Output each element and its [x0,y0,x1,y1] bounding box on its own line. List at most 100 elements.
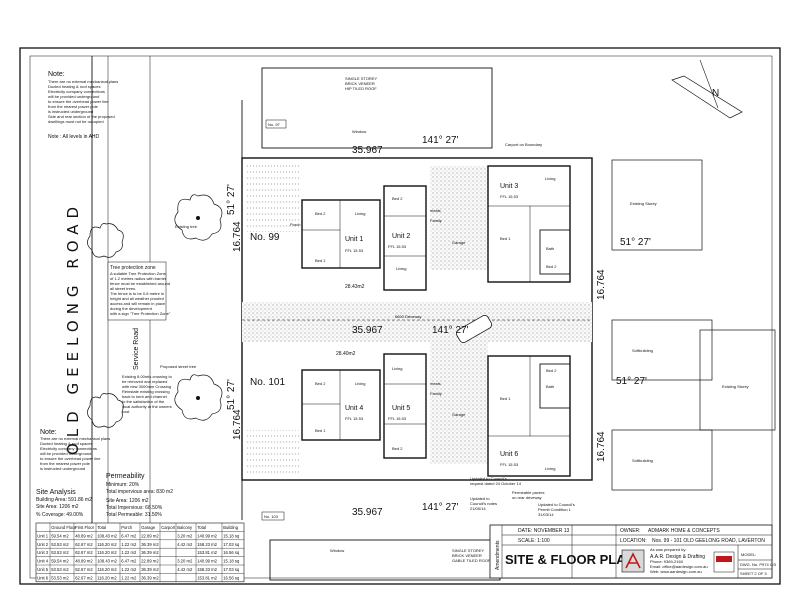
area-table-cell: 59.54 m2 [51,559,69,564]
unit-ffl: FFL 15.53 [388,416,407,421]
company-web: Web: www.aardesign.com.au [650,569,702,574]
update-note: Updated to [470,496,490,501]
notes-top: Note: There are no external mechanical p… [48,71,118,140]
proposed-street-tree-label: Proposed street tree [160,364,197,369]
crossing-line: Existing 8.00mts crossing to [122,374,173,379]
area-table-cell: 158.23 m2 [197,542,217,547]
neighbour-bottom-label: SINGLE STOREY [452,548,484,553]
tpz-title: Tree protection zone [110,265,156,271]
unit-ffl: FFL 15.53 [345,248,364,253]
area-table-cell: 53.53 m2 [51,542,69,547]
room-label: Bed 1 [500,236,511,241]
area-table-cell: 22.89 m2 [141,559,159,564]
update-note: Updated to Council's [538,502,575,507]
north-arrow: N [671,59,743,119]
room-label: Bed 2 [546,264,557,269]
area-table-cell: 59.54 m2 [51,533,69,538]
permeable-note: on rear driveway [512,495,542,500]
unit-name: Unit 2 [392,233,410,240]
tpz-line: of 1.2 metres radius with barrier [110,276,167,281]
room-label: Bath [546,246,554,251]
tpz-line: The fence is to be 0.8 metre in [110,291,164,296]
area-table-cell: 53.53 m2 [51,575,69,580]
room-label: Bed 2 [315,211,326,216]
north-arrow-icon [671,75,743,119]
unit-ffl: FFL 15.53 [388,244,407,249]
room-label: Bed 1 [315,258,326,263]
note-line: will be provided underground [48,94,99,99]
dim-left-bottom: 16.764 [232,409,243,440]
unit-area: 28.40m2 [336,351,356,357]
room-label: Garage [452,412,466,417]
note-line: from the nearest power pole [40,461,91,466]
room-label: Bed 2 [392,446,403,451]
room-label: meals [430,381,441,386]
unit-4: Unit 4 FFL 15.53 28.40m2 Bed 2 Living Be… [301,351,381,441]
area-table-cell: 1.22 m2 [121,550,137,555]
area-table-cell: 36.39 m2 [141,575,159,580]
neighbour-top-house [261,67,493,149]
softbuilding-label: Softbuilding [632,348,653,353]
dim-left-top: 16.764 [232,221,243,252]
window-label: Window [352,129,366,134]
dim-right-top: 16.764 [596,269,607,300]
note-line: Electricity company connections [48,89,105,94]
neighbour-right-3 [699,329,776,431]
room-label: Bed 1 [315,428,326,433]
crossing-line: with new 3000mm Crossing [122,384,171,389]
crossing-line: to the satisfaction of the [122,399,165,404]
carport-label: Carport on Boundary [505,142,542,147]
drawing-title: SITE & FLOOR PLAN [505,552,635,567]
company-email: Email: office@aardesign.com.au [650,564,708,569]
area-table-cell: 6.47 m2 [121,559,137,564]
room-label: Living [355,381,365,386]
area-table-cell: 140.99 m2 [197,559,217,564]
note-line: is instructed underground [48,109,93,114]
driveway-unit3 [430,166,488,270]
area-table-cell: 116.20 m2 [97,542,117,547]
crossing-line: local authority at the owners [122,404,172,409]
note-line: to ensure the overhead power line [48,99,109,104]
update-note: 21/05/14 [470,506,486,511]
tree-trunk-icon [196,216,200,220]
neighbour-bottom-label: GABLE TILED ROOF [452,558,491,563]
room-label: Bath [546,384,554,389]
crossing-line: Reinstate existing crossing [122,389,170,394]
permeability-line: Site Area: 1206 m2 [106,498,149,504]
tpz-line: all street trees. [110,286,136,291]
dim-mid-angle: 141° 27' [432,325,469,336]
garden-bottom [246,430,300,476]
area-table-cell: 3.20 m2 [177,533,193,538]
note-line: dwellings must not be occupied [48,119,104,124]
permeability-line: Total impervious area: 830 m2 [106,489,173,495]
neighbour-top-label: SINGLE STOREY [345,76,377,81]
permeability-line: Total Impervious: 68.50% [106,505,163,511]
north-label: N [712,88,719,99]
unit-name: Unit 1 [345,236,363,243]
driveway-unit6 [430,342,488,464]
room-label: Living [355,211,365,216]
area-table-cell: 153.81 m2 [197,575,217,580]
room-label: Family [430,391,442,396]
note-line: Ducted heating & roof spaces [40,441,92,446]
tpz-line: height and all weather proofed [110,296,164,301]
notes-heading: Note: [40,429,57,436]
area-table-cell: Unit 2 [37,542,49,547]
permeability: Permeability Minimum: 20% Total impervio… [106,473,173,518]
area-table-cell: 17.03 sq [223,542,240,547]
permeability-line: Minimum: 20% [106,482,140,488]
area-table-cell: 4.42 m2 [177,542,193,547]
unit-name: Unit 3 [500,183,518,190]
area-table-cell: 53.53 m2 [51,567,69,572]
crossing-line: be removed and replaced [122,379,167,384]
area-table-cell: 4.42 m2 [177,567,193,572]
area-table-cell: 36.39 m2 [141,550,159,555]
dim-angle: 51° 27' [226,379,237,410]
notes-bottom: Note: There are no external mechanical p… [40,429,110,471]
area-table-cell: 17.03 sq [223,567,240,572]
dim-mid-length: 35.967 [352,325,383,336]
room-label: Living [545,466,555,471]
company-phone: Phone: 9369-2160 [650,559,684,564]
scale-label: SCALE: 1:100 [518,538,550,544]
